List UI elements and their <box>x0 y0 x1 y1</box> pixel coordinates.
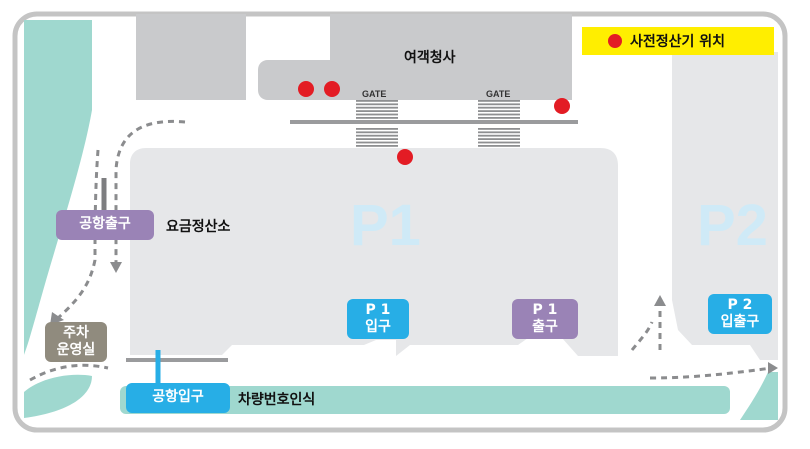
kiosk-markers <box>298 81 570 165</box>
p1-exit-line1: P 1 <box>532 301 558 318</box>
toll-booth-label: 요금정산소 <box>166 219 231 235</box>
p2-lot-area <box>672 52 778 360</box>
crosswalk-stripe <box>478 131 520 134</box>
p2-gate-tag: P 2 입출구 <box>708 294 772 334</box>
legend: 사전정산기 위치 <box>582 27 774 55</box>
parking-office-tag: 주차 운영실 <box>45 322 107 362</box>
p1-lot-label: P1 <box>350 193 421 258</box>
crosswalk-stripe <box>478 106 520 109</box>
crosswalk-stripe <box>478 110 520 112</box>
route-arrowheads <box>50 262 778 374</box>
terminal-label: 여객청사 <box>404 50 456 66</box>
crosswalk-stripe <box>356 117 398 119</box>
terminal-building <box>258 14 572 100</box>
crosswalk-stripe <box>356 141 398 144</box>
crosswalk-stripe <box>356 145 398 147</box>
crosswalk-stripe <box>356 138 398 140</box>
crosswalk-stripe <box>356 131 398 134</box>
route-left-down <box>114 119 186 265</box>
legend-marker-icon <box>608 34 622 48</box>
marker-p1-top <box>397 149 413 165</box>
crosswalk-stripe <box>478 128 520 130</box>
gate-label-right: GATE <box>486 89 511 99</box>
crosswalk-stripe <box>478 141 520 144</box>
marker-terminal-left-2 <box>324 81 340 97</box>
crosswalk-stripe <box>356 128 398 130</box>
crosswalk-stripe <box>356 110 398 112</box>
crosswalk-stripe <box>478 103 520 106</box>
crosswalk-stripe <box>356 113 398 116</box>
crosswalk-stripe <box>478 117 520 119</box>
p2-gate-line1: P 2 <box>727 296 753 313</box>
greenery-bottom-right <box>740 372 778 420</box>
marker-terminal-left-1 <box>298 81 314 97</box>
building-top-left <box>136 14 246 100</box>
crosswalk-stripe <box>356 103 398 106</box>
crosswalk-stripe <box>356 100 398 102</box>
arrowhead-right <box>768 362 778 374</box>
crosswalk-stripe <box>478 145 520 147</box>
crosswalk-stripe <box>478 113 520 116</box>
route-right-horizontal <box>649 366 773 380</box>
p2-gate-line2: 입출구 <box>720 314 760 330</box>
greenery-left <box>24 20 92 355</box>
parking-office-line2: 운영실 <box>56 342 96 358</box>
crosswalk-stripe <box>478 134 520 137</box>
route-arrows <box>29 119 773 382</box>
route-right-diag <box>630 321 654 351</box>
crosswalks <box>356 100 520 147</box>
plate-recognition-label: 차량번호인식 <box>238 392 316 408</box>
gate-label-left: GATE <box>362 89 387 99</box>
p1-exit-line2: 출구 <box>532 319 558 335</box>
arrowhead-left-down <box>110 262 122 273</box>
route-left-exit <box>56 149 100 320</box>
marker-terminal-right <box>554 98 570 114</box>
greenery-bottom-strip <box>120 386 730 414</box>
arrowhead-right-up <box>654 295 666 306</box>
crosswalk-stripe <box>478 138 520 140</box>
p2-lot-label: P2 <box>697 193 768 258</box>
legend-text: 사전정산기 위치 <box>630 34 726 50</box>
parking-office-line1: 주차 <box>63 324 89 341</box>
p1-entrance-line1: P 1 <box>365 301 391 318</box>
p1-entrance-line2: 입구 <box>365 319 391 335</box>
p1-lot-area <box>130 148 618 356</box>
crosswalk-stripe <box>356 106 398 109</box>
greenery-bottom-left <box>24 374 92 418</box>
airport-exit-tag: 공항출구 <box>56 210 154 240</box>
airport-entrance-tag: 공항입구 <box>126 383 230 413</box>
crosswalk-stripe <box>356 134 398 137</box>
p1-entrance-tag: P 1 입구 <box>347 299 409 339</box>
arrowhead-left-exit <box>50 312 64 325</box>
crosswalk-stripe <box>478 100 520 102</box>
p1-exit-tag: P 1 출구 <box>512 299 578 339</box>
